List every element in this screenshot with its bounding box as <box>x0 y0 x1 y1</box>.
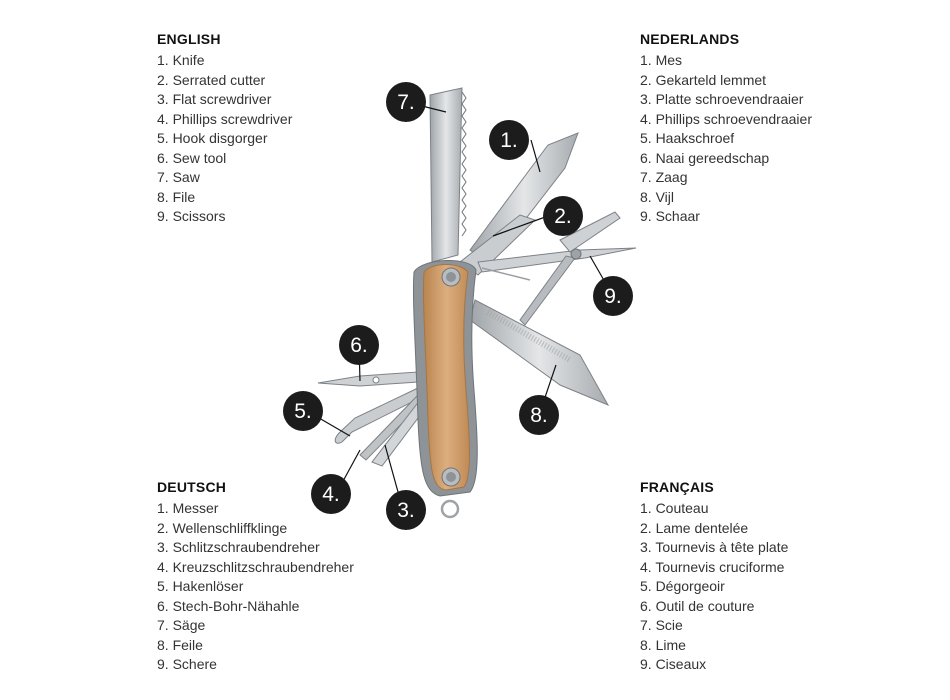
legend-item: 8. Lime <box>640 636 686 653</box>
legend-item: 8. Vijl <box>640 188 674 205</box>
legend-list-english: 1. Knife 2. Serrated cutter 3. Flat scre… <box>157 51 417 227</box>
legend-list-dutch: 1. Mes 2. Gekarteld lemmet 3. Platte sch… <box>640 51 900 227</box>
legend-item: 2. Gekarteld lemmet <box>640 71 767 88</box>
legend-item: 1. Mes <box>640 52 683 68</box>
callout-6: 6. <box>339 325 379 365</box>
legend-dutch: NEDERLANDS 1. Mes 2. Gekarteld lemmet 3.… <box>640 31 900 227</box>
sew-tool <box>317 371 419 387</box>
legend-item: 3. Tournevis à tête plate <box>640 539 789 555</box>
callout-5: 5. <box>283 391 323 431</box>
legend-item: 5. Haakschroef <box>640 130 735 146</box>
legend-title-english: ENGLISH <box>157 31 221 47</box>
legend-item: 3. Platte schroevendraaier <box>640 91 804 107</box>
callout-4-label: 4. <box>322 483 340 506</box>
legend-item: 2. Wellenschliffklinge <box>157 519 288 536</box>
scissors <box>477 211 637 326</box>
legend-item: 4. Kreuzschlitzschraubendreher <box>157 558 354 575</box>
callout-4: 4. <box>311 474 351 514</box>
legend-german: DEUTSCH 1. Messer 2. Wellenschliffklinge… <box>157 479 417 675</box>
callout-9-label: 9. <box>604 285 622 308</box>
legend-item: 7. Zaag <box>640 169 688 185</box>
legend-english: ENGLISH 1. Knife 2. Serrated cutter 3. F… <box>157 31 417 227</box>
file-blade <box>469 299 610 407</box>
legend-item: 5. Dégorgeoir <box>640 578 725 594</box>
callout-3-label: 3. <box>397 499 415 522</box>
legend-list-french: 1. Couteau 2. Lame dentelée 3. Tournevis… <box>640 499 900 675</box>
legend-item: 1. Couteau <box>640 500 709 516</box>
legend-item: 9. Schaar <box>640 208 700 224</box>
legend-item: 2. Serrated cutter <box>157 71 266 88</box>
legend-item: 9. Scissors <box>157 208 226 224</box>
legend-item: 5. Hook disgorger <box>157 130 268 146</box>
callout-2: 2. <box>543 196 583 236</box>
callout-2-label: 2. <box>554 205 572 228</box>
legend-title-german: DEUTSCH <box>157 479 227 495</box>
legend-item: 4. Phillips screwdriver <box>157 110 293 127</box>
callout-7: 7. <box>386 82 426 122</box>
callout-9: 9. <box>593 276 633 316</box>
legend-title-dutch: NEDERLANDS <box>640 31 740 47</box>
legend-item: 6. Naai gereedschap <box>640 149 770 166</box>
callout-8-label: 8. <box>530 404 548 427</box>
legend-item: 1. Knife <box>157 52 205 68</box>
callout-1-label: 1. <box>500 129 518 152</box>
legend-item: 3. Flat screwdriver <box>157 91 272 107</box>
callout-5-label: 5. <box>294 400 312 423</box>
legend-item: 6. Stech-Bohr-Nähahle <box>157 597 300 614</box>
legend-item: 4. Tournevis cruciforme <box>640 558 785 575</box>
callout-8: 8. <box>519 395 559 435</box>
legend-item: 4. Phillips schroevendraaier <box>640 110 812 127</box>
legend-item: 6. Sew tool <box>157 149 227 166</box>
legend-item: 2. Lame dentelée <box>640 519 749 536</box>
legend-item: 3. Schlitzschraubendreher <box>157 539 320 555</box>
legend-item: 8. File <box>157 188 196 205</box>
callout-7-label: 7. <box>397 91 415 114</box>
legend-item: 6. Outil de couture <box>640 597 755 614</box>
legend-item: 9. Ciseaux <box>640 656 707 672</box>
key-ring <box>440 499 460 519</box>
hook-disgorger <box>334 387 421 444</box>
legend-item: 9. Schere <box>157 656 217 672</box>
callout-6-label: 6. <box>350 334 368 357</box>
legend-item: 7. Säge <box>157 617 206 633</box>
legend-list-german: 1. Messer 2. Wellenschliffklinge 3. Schl… <box>157 499 417 675</box>
legend-item: 7. Saw <box>157 169 200 185</box>
legend-title-french: FRANÇAIS <box>640 479 714 495</box>
legend-item: 5. Hakenlöser <box>157 578 244 594</box>
saw-blade <box>429 87 467 263</box>
legend-french: FRANÇAIS 1. Couteau 2. Lame dentelée 3. … <box>640 479 900 675</box>
legend-item: 1. Messer <box>157 500 219 516</box>
callout-3: 3. <box>386 490 426 530</box>
legend-item: 7. Scie <box>640 617 683 633</box>
legend-item: 8. Feile <box>157 636 203 653</box>
sew-tool-eye <box>372 376 380 384</box>
callout-1: 1. <box>489 120 529 160</box>
wooden-handle <box>412 259 478 519</box>
